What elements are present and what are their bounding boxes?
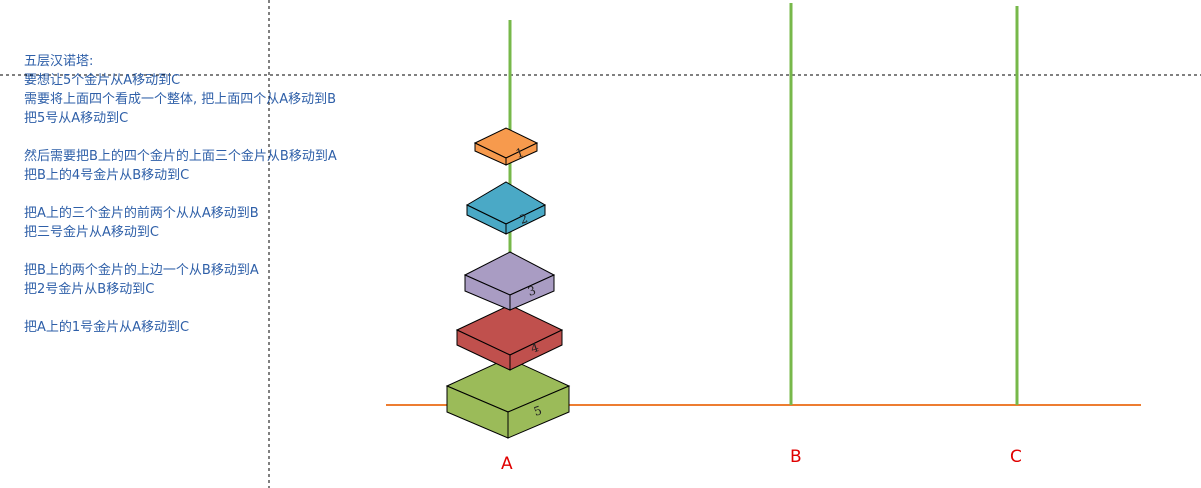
note-line: 把B上的4号金片从B移动到C	[24, 168, 190, 183]
disk-2: 2	[465, 181, 547, 235]
peg-b-label: B	[790, 447, 802, 467]
disk-3-number: 3	[526, 283, 538, 299]
disk-5: 5	[445, 357, 571, 439]
note-line: 把A上的1号金片从A移动到C	[24, 320, 190, 335]
disk-1-number: 1	[514, 145, 526, 161]
peg-c-label: C	[1010, 447, 1022, 467]
note-line	[24, 185, 337, 204]
note-line	[24, 242, 337, 261]
disk-1: 1	[473, 127, 539, 166]
note-line: 五层汉诺塔:	[24, 54, 94, 69]
note-line	[24, 299, 337, 318]
disk-4: 4	[455, 304, 564, 371]
disk-3: 3	[463, 251, 556, 311]
disk-5-number: 5	[532, 403, 544, 419]
note-line: 把B上的两个金片的上边一个从B移动到A	[24, 263, 259, 278]
note-line: 把5号从A移动到C	[24, 111, 129, 126]
note-line	[24, 128, 337, 147]
note-line: 然后需要把B上的四个金片的上面三个金片从B移动到A	[24, 149, 337, 164]
note-line: 把2号金片从B移动到C	[24, 282, 155, 297]
note-line: 把三号金片从A移动到C	[24, 225, 159, 240]
note-line: 把A上的三个金片的前两个从从A移动到B	[24, 206, 259, 221]
peg-a-label: A	[501, 454, 513, 474]
note-line: 需要将上面四个看成一个整体, 把上面四个从A移动到B	[24, 92, 337, 107]
explanation-notes: 五层汉诺塔: 要想让5个金片从A移动到C 需要将上面四个看成一个整体, 把上面四…	[24, 52, 337, 337]
note-line: 要想让5个金片从A移动到C	[24, 73, 181, 88]
disk-4-number: 4	[529, 340, 541, 356]
disk-2-number: 2	[518, 211, 530, 227]
